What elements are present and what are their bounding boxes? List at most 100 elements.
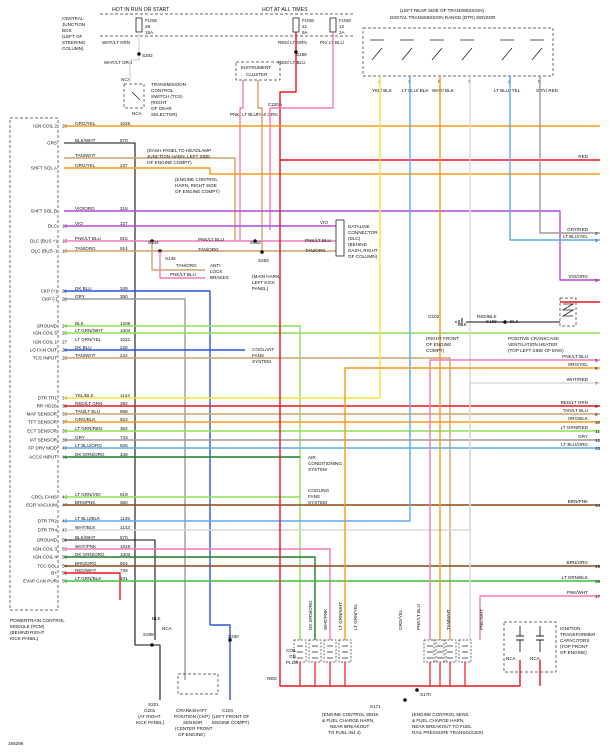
pcm-circuit-number: 349	[120, 286, 128, 291]
svg-text:5: 5	[595, 358, 598, 363]
pcm-circuit-number: 348	[120, 452, 128, 457]
pcm-wire-color: TAN/ORG	[75, 246, 96, 251]
svg-text:BRAKES: BRAKES	[210, 275, 229, 280]
pcm-wire-color: BLK	[75, 321, 85, 326]
svg-text:2A: 2A	[339, 30, 346, 35]
wire-lt-grn-wht-coil5	[64, 325, 301, 640]
pcm-circuit-number: 1003	[120, 552, 131, 557]
pcm-wire-color: BRN/PNK	[75, 500, 96, 505]
red-ltgrn-label: RED/ LT GRN	[278, 40, 307, 45]
pcm-pin-label: SHFT SOL B	[30, 209, 57, 214]
svg-text:CENTRAL: CENTRAL	[62, 16, 84, 21]
pcm-circuit-number: 968	[120, 409, 128, 414]
pcm-circuit-number: 919	[120, 492, 128, 497]
svg-text:LOCK: LOCK	[210, 269, 223, 274]
svg-text:ORG/BLK: ORG/BLK	[568, 416, 589, 421]
svg-text:(ENGINE CONTROL SENS: (ENGINE CONTROL SENS	[322, 712, 379, 717]
svg-text:GRY/RED: GRY/RED	[567, 227, 589, 232]
ckp-sensor-label: CRANKSHAFT POSITION (CKP) SENSOR (CENTER…	[174, 708, 213, 737]
pcm-circuit-number: 1026	[120, 121, 131, 126]
s252-dot	[253, 239, 257, 243]
svg-text:COMPT): COMPT)	[426, 348, 445, 353]
pcm-wire-color: PNK/LT BLU	[75, 236, 101, 241]
dtr-switch-contact	[500, 39, 514, 61]
pcv-redblk-label: RED/BLK	[477, 314, 498, 319]
pcm-pin-label: SHFT SOL A	[31, 166, 58, 171]
pcm-wire-color: ORG/YEL	[75, 163, 96, 168]
svg-text:SYSTEM: SYSTEM	[308, 500, 327, 505]
wire-gry-red-tr	[539, 76, 600, 234]
tcs-nca-label: NCA	[121, 77, 132, 82]
svg-text:(TOP FRONT: (TOP FRONT	[560, 644, 588, 649]
coil-on-plug-label: COIL ON PLUG	[286, 648, 299, 665]
s259-label: S259	[296, 52, 307, 57]
pk-ltblu-label: PK/ LT BLU	[320, 40, 344, 45]
coil-winding-icon	[462, 645, 468, 659]
coil-wire-label: PNK/WHT	[479, 609, 484, 630]
coil-wire-label: ORG/YEL	[398, 609, 403, 630]
svg-text:OF ENGINE): OF ENGINE)	[560, 650, 587, 655]
s170-label: S170	[420, 692, 431, 697]
svg-text:RAIL PRESSURE TRANSDUCER): RAIL PRESSURE TRANSDUCER)	[412, 730, 484, 735]
wire-gry-ckp-minus	[64, 298, 186, 680]
anti-lock-brakes-label: ANTI LOCK BRAKES	[210, 263, 229, 280]
pcm-pin-label: MAF SENSOR	[27, 412, 58, 417]
svg-text:11: 11	[595, 429, 600, 434]
pcm-pin-label: LO FAN OUT	[30, 348, 58, 353]
svg-text:C104: C104	[222, 708, 233, 713]
pnk-ltblu-label: PNK/ LT BLU	[230, 112, 257, 117]
svg-text:VENTILATION HEATER: VENTILATION HEATER	[508, 342, 558, 347]
pnk-ltblu-dlc-label: PNK/LT BLU	[305, 238, 331, 243]
svg-text:21: 21	[302, 24, 308, 29]
pcm-pin-label: ACCS INPUT	[29, 455, 57, 460]
coil-wire-label: WHT/PNK	[323, 608, 328, 630]
svg-text:13: 13	[595, 446, 601, 451]
svg-text:DASH, RIGHT: DASH, RIGHT	[348, 248, 378, 253]
pcm-wire-color: TAN/LT BLU	[75, 409, 100, 414]
s135-label: S135	[165, 256, 176, 261]
tcs-label: TRANSMISSION CONTROL SWITCH (TCS) (RIGHT…	[151, 82, 186, 117]
svg-text:SYSTEM: SYSTEM	[308, 467, 327, 472]
pcm-module-box	[9, 117, 59, 611]
coil-on-plug	[323, 639, 337, 663]
svg-text:FUSE: FUSE	[145, 18, 157, 23]
svg-text:OF ENGINE COMPT): OF ENGINE COMPT)	[147, 160, 192, 165]
pcm-wire-color: RED/WHT	[75, 568, 97, 573]
wire-red-wht-bplus	[64, 572, 121, 600]
tan-org-mid: TAN/ORG	[176, 263, 197, 268]
pcm-pin-label: GROUND	[37, 324, 58, 329]
pcm-pin-label: EGR VACUUM	[26, 503, 57, 508]
pcm-circuit-number: 350	[120, 294, 128, 299]
pcm-wire-color: WHT/BLK	[75, 525, 96, 530]
c220a-label: C220A	[268, 102, 283, 107]
svg-text:SWITCH (TCS): SWITCH (TCS)	[151, 94, 183, 99]
capacitor-icon	[536, 626, 544, 652]
svg-text:6: 6	[595, 366, 598, 371]
pcm-circuit-number: 1144	[120, 393, 130, 398]
coil-winding-icon	[327, 645, 333, 659]
svg-text:& FUEL CHARGE HARN,: & FUEL CHARGE HARN,	[322, 718, 374, 723]
svg-text:(ENGINE CONTROL: (ENGINE CONTROL	[175, 177, 218, 182]
pcm-pin-label: IGN COIL 4	[33, 555, 57, 560]
pcm-circuit-number: 107	[120, 221, 128, 226]
dtr-wire-label: LT BLU/ BLK	[402, 88, 429, 93]
dtr-switch-contact	[530, 39, 544, 61]
ecm-harn-right-note: (ENGINE CONTROL SENS & FUEL CHARGE HARN,…	[412, 712, 484, 735]
cap-nca-1: NCA	[506, 656, 517, 661]
pcm-pin-label: CDCL FANS	[31, 495, 57, 500]
svg-text:LT GRN/BLK: LT GRN/BLK	[562, 575, 589, 580]
pcm-circuit-number: 743	[120, 435, 128, 440]
wire-yel-blk-tr1	[64, 76, 381, 399]
svg-text:TRANSMISSION: TRANSMISSION	[151, 82, 186, 87]
wht-ltgrn-label-2: WHT/LT GRN	[104, 60, 132, 65]
pcm-pin-label: EVAP CAN PUR	[23, 579, 57, 584]
